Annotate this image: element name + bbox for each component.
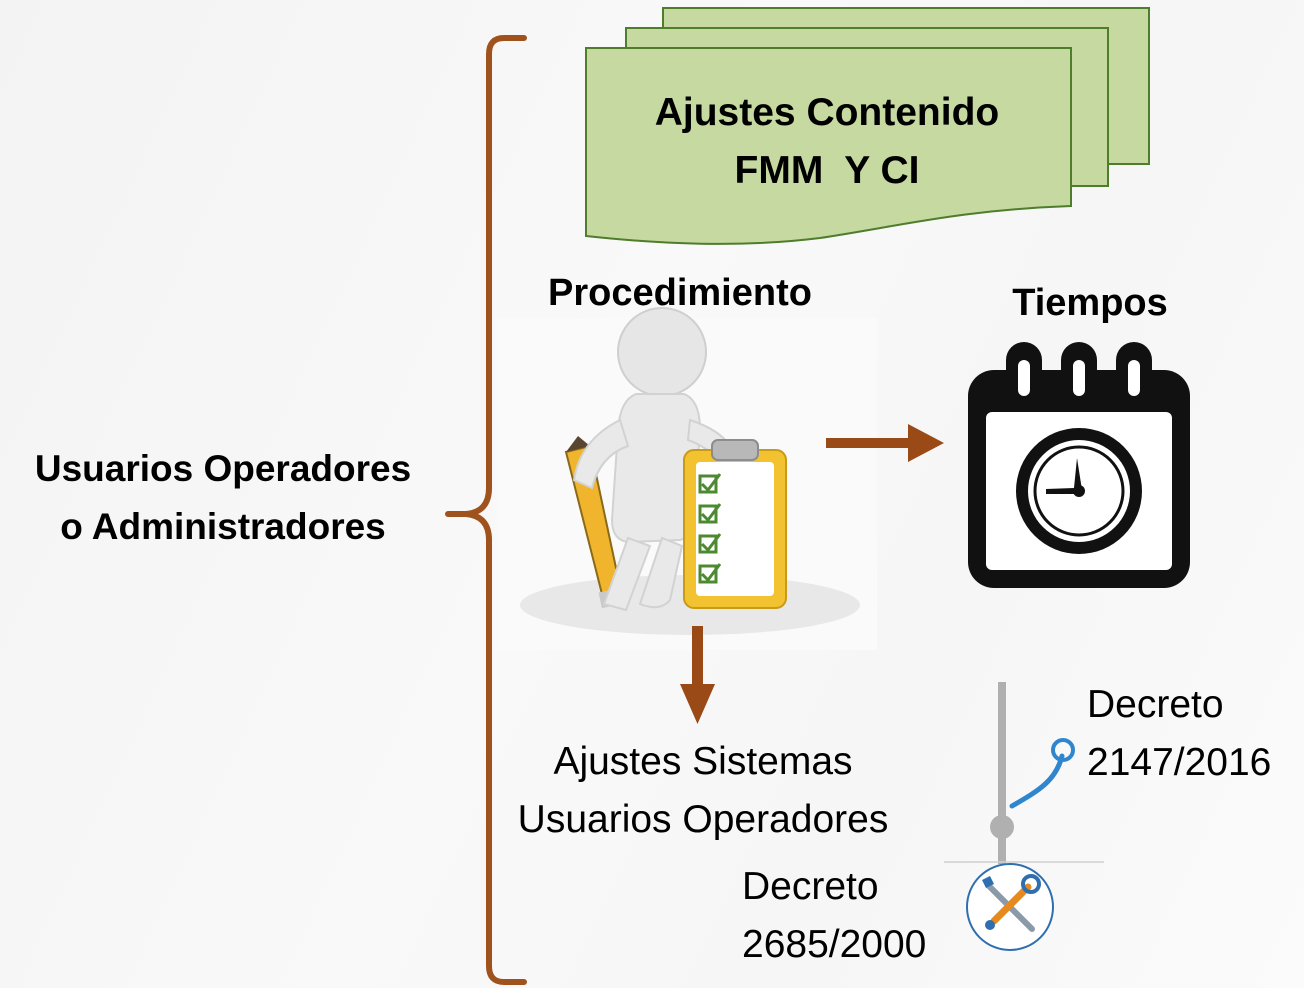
document-stack-icon bbox=[585, 7, 1150, 245]
document-title-line1: Ajustes Contenido bbox=[654, 91, 1000, 134]
decree-top-line2: 2147/2016 bbox=[1087, 741, 1272, 784]
left-title-line2: o Administradores bbox=[60, 506, 386, 547]
times-label: Tiempos bbox=[1012, 282, 1168, 324]
tools-icon bbox=[966, 863, 1054, 951]
systems-label-line2: Usuarios Operadores bbox=[517, 798, 889, 841]
brace-icon bbox=[445, 35, 527, 985]
systems-label: Ajustes Sistemas Usuarios Operadores bbox=[488, 733, 918, 849]
document-title: Ajustes Contenido FMM Y CI bbox=[596, 84, 1058, 200]
decree-top-line1: Decreto bbox=[1087, 683, 1224, 726]
left-title-line1: Usuarios Operadores bbox=[34, 448, 412, 489]
document-title-line2: FMM Y CI bbox=[734, 149, 920, 192]
left-title: Usuarios Operadores o Administradores bbox=[8, 440, 438, 556]
person-checklist-icon bbox=[497, 307, 877, 650]
decree-bottom-line1: Decreto bbox=[742, 865, 879, 908]
procedure-label: Procedimiento bbox=[548, 272, 812, 314]
timeline bbox=[944, 682, 1104, 864]
decree-bottom-line2: 2685/2000 bbox=[742, 923, 927, 966]
pin-icon bbox=[1051, 738, 1075, 762]
arrow-right-icon bbox=[826, 424, 944, 462]
calendar-clock-icon bbox=[968, 342, 1190, 588]
arrow-down-icon bbox=[680, 626, 715, 724]
decree-bottom: Decreto 2685/2000 bbox=[742, 858, 926, 974]
systems-label-line1: Ajustes Sistemas bbox=[553, 740, 853, 783]
decree-top: Decreto 2147/2016 bbox=[1087, 676, 1271, 792]
